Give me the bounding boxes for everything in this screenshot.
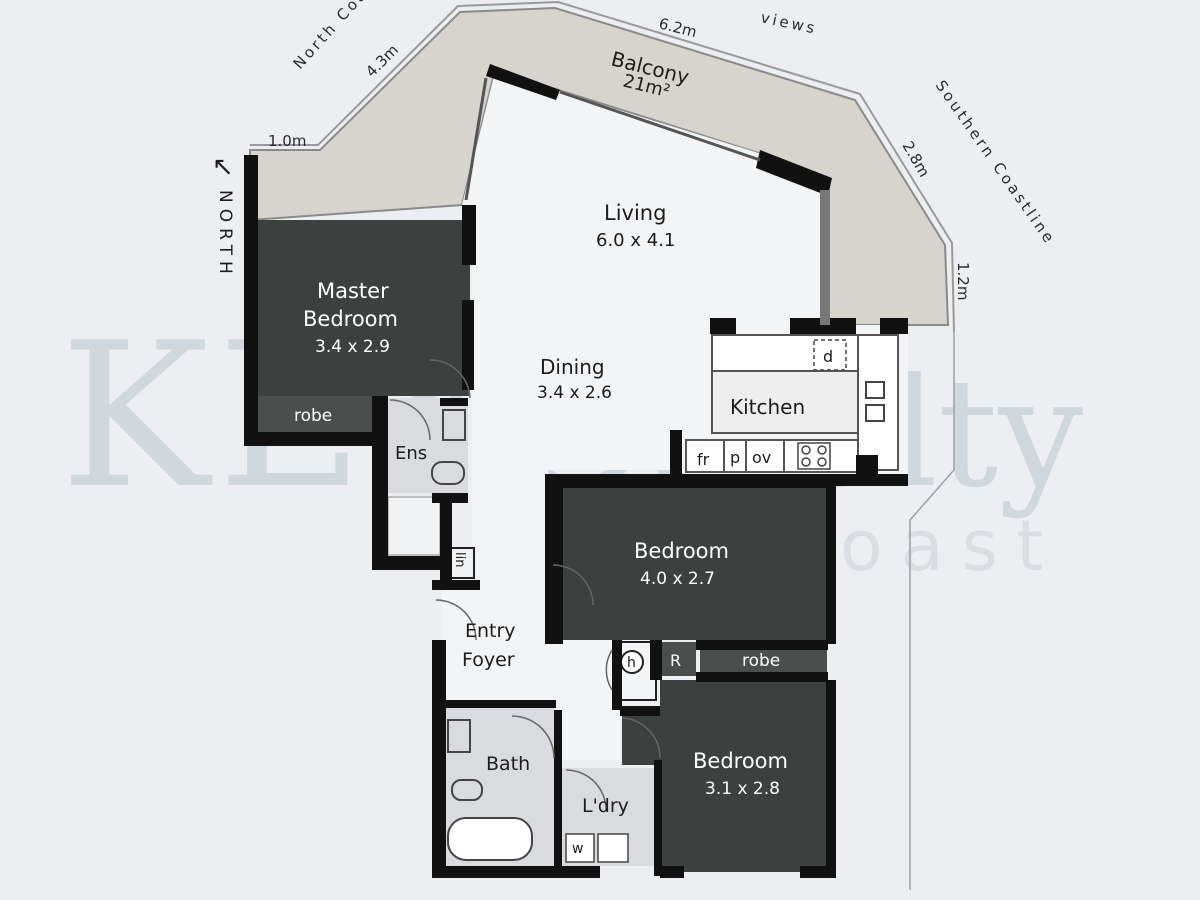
dim-2-8m: 2.8m	[899, 138, 934, 180]
sink-1	[865, 381, 885, 399]
ensuite-label: Ens	[395, 443, 427, 464]
fridge-label: fr	[697, 450, 710, 469]
entry-label-2: Foyer	[462, 649, 515, 671]
bedroom2-area	[555, 488, 827, 640]
dishwasher-box	[813, 339, 847, 371]
robe-r-area	[660, 642, 696, 676]
bath-label: Bath	[486, 753, 530, 775]
laundry-tub	[597, 833, 629, 863]
cooktop-burner-1	[801, 445, 811, 455]
sink-2	[865, 404, 885, 422]
dim-6-2m: 6.2m	[657, 14, 699, 41]
laundry-label: L'dry	[582, 795, 629, 817]
master-bedroom-size: 3.4 x 2.9	[315, 337, 390, 357]
bedroom3-size: 3.1 x 2.8	[705, 779, 780, 799]
kitchen-label: Kitchen	[730, 395, 805, 419]
kitchen-island	[711, 370, 859, 434]
kitchen-bench-top	[711, 334, 863, 372]
kitchen-bench-right	[857, 334, 899, 471]
master-bedroom-area	[258, 220, 470, 396]
master-bedroom-label-2: Bedroom	[303, 307, 398, 331]
compass: ↖ NORTH	[212, 152, 235, 280]
bedroom2-label: Bedroom	[634, 539, 729, 563]
cooktop-burner-3	[801, 457, 811, 467]
living-size: 6.0 x 4.1	[596, 230, 675, 251]
compass-arrow-icon: ↖	[212, 152, 234, 182]
view-southern-coastline: Southern Coastline	[932, 77, 1060, 248]
ensuite-area	[388, 398, 468, 493]
dining-label: Dining	[540, 355, 605, 379]
robe-r-label: R	[670, 651, 681, 670]
cooktop-burner-2	[817, 445, 827, 455]
hot-water-label: h	[627, 655, 636, 671]
living-label: Living	[604, 201, 666, 225]
washer-label: w	[572, 841, 583, 857]
pantry-label: p	[730, 448, 740, 467]
bedroom2-size: 4.0 x 2.7	[640, 569, 715, 589]
oven-label: ov	[752, 448, 771, 467]
compass-north-label: NORTH	[215, 190, 235, 280]
dim-1-2m: 1.2m	[954, 262, 972, 300]
dining-size: 3.4 x 2.6	[537, 383, 612, 403]
washer-box	[565, 833, 595, 863]
ensuite-shower	[387, 496, 441, 556]
ensuite-toilet	[431, 461, 465, 485]
doors	[389, 359, 661, 811]
bath-toilet	[451, 779, 483, 801]
property-boundary	[909, 330, 955, 890]
cooktop-burner-4	[817, 457, 827, 467]
linen-area	[449, 547, 475, 579]
view-top: views	[759, 8, 819, 38]
kitchen-bench-bottom	[685, 439, 859, 473]
bedroom3-area	[622, 680, 828, 872]
walls	[244, 155, 908, 878]
entry-label-1: Entry	[465, 620, 516, 642]
linen-label: lin	[452, 552, 467, 567]
master-bedroom-label-1: Master	[317, 279, 389, 303]
master-robe-label: robe	[294, 406, 332, 426]
windows	[464, 64, 832, 325]
dim-1-0m: 1.0m	[268, 132, 306, 150]
bath-vanity	[447, 719, 471, 753]
dishwasher-label: d	[823, 347, 833, 366]
bedroom3-label: Bedroom	[693, 749, 788, 773]
balcony-outline	[250, 0, 955, 333]
master-robe-area	[258, 396, 378, 432]
ensuite-fixture-1	[442, 409, 466, 441]
bathtub	[447, 817, 533, 861]
living-dining-floor	[442, 72, 828, 760]
robe2-label: robe	[742, 651, 780, 671]
cooktop	[797, 442, 831, 470]
